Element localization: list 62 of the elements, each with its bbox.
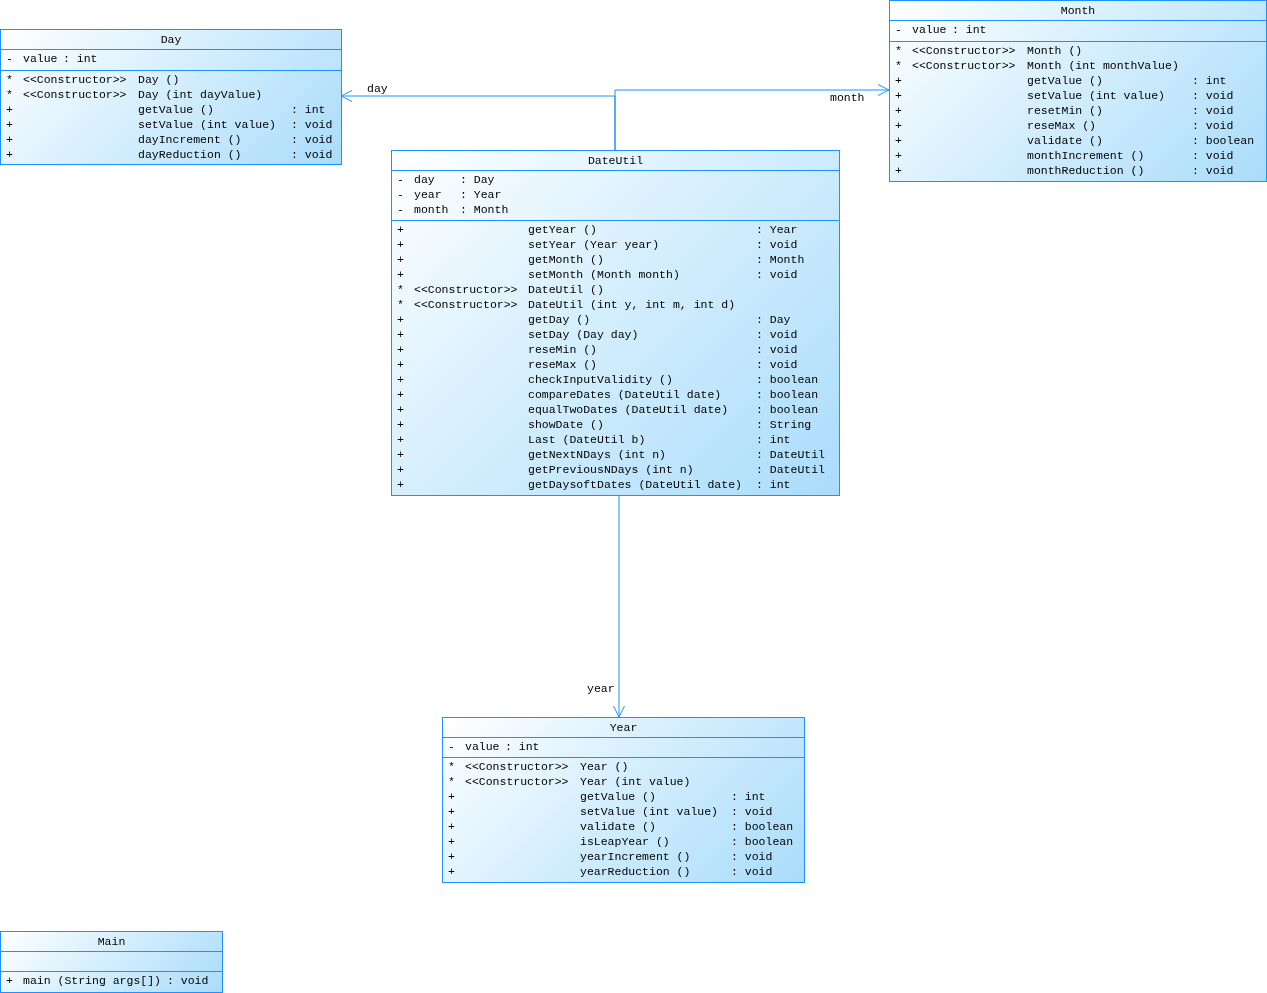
attribute-text: - value : int [447, 739, 541, 754]
method-text: + getYear () : Year [396, 222, 799, 237]
method-text: + getValue () : int [5, 102, 327, 117]
method-text: + showDate () : String [396, 417, 813, 432]
class-name: DateUtil [586, 153, 645, 169]
attribute-text: - year : Year [396, 187, 503, 202]
method-text: + getPreviousNDays (int n) : DateUtil [396, 462, 826, 477]
attribute-text: - day : Day [396, 172, 496, 187]
attribute-text: - value : int [894, 22, 988, 37]
method-text: + getMonth () : Month [396, 252, 806, 267]
association-arrow [614, 84, 890, 151]
method-text: + setValue (int value) : void [5, 117, 334, 132]
method-text: + validate () : boolean [894, 133, 1256, 148]
method-text: * <<Constructor>> Day (int dayValue) [5, 87, 264, 102]
class-name: Main [96, 934, 127, 950]
method-text: + equalTwoDates (DateUtil date) : boolean [396, 402, 820, 417]
method-text: + yearReduction () : void [447, 864, 774, 879]
method-text: * <<Constructor>> DateUtil (int y, int m, int d) [396, 297, 737, 312]
method-text: + monthReduction () : void [894, 163, 1235, 178]
class-box [0, 29, 342, 165]
method-text: + reseMax () : void [396, 357, 799, 372]
class-box [889, 0, 1267, 182]
method-text: + monthIncrement () : void [894, 148, 1235, 163]
method-text: + dayIncrement () : void [5, 132, 334, 147]
method-text: + setMonth (Month month) : void [396, 267, 799, 282]
method-text: + checkInputValidity () : boolean [396, 372, 820, 387]
method-text: + validate () : boolean [447, 819, 795, 834]
method-text: + getDay () : Day [396, 312, 792, 327]
method-text: * <<Constructor>> Month () [894, 43, 1084, 58]
method-text: * <<Constructor>> DateUtil () [396, 282, 605, 297]
method-text: + getNextNDays (int n) : DateUtil [396, 447, 826, 462]
method-text: + yearIncrement () : void [447, 849, 774, 864]
edge-label: day [366, 82, 389, 95]
attribute-text: - month : Month [396, 202, 510, 217]
method-text: * <<Constructor>> Year () [447, 759, 630, 774]
attribute-text: - value : int [5, 51, 99, 66]
method-text: * <<Constructor>> Year (int value) [447, 774, 692, 789]
method-text: + compareDates (DateUtil date) : boolean [396, 387, 820, 402]
method-text: * <<Constructor>> Month (int monthValue) [894, 58, 1180, 73]
edge-label: month [829, 91, 866, 104]
method-text: + reseMin () : void [396, 342, 799, 357]
method-text: + getDaysoftDates (DateUtil date) : int [396, 477, 792, 492]
class-name: Month [1059, 3, 1097, 19]
class-box [391, 150, 840, 496]
method-text: + setDay (Day day) : void [396, 327, 799, 342]
method-text: + Last (DateUtil b) : int [396, 432, 792, 447]
method-text: + setValue (int value) : void [447, 804, 774, 819]
method-text: + getValue () : int [894, 73, 1228, 88]
class-name: Year [608, 720, 639, 736]
method-text: + reseMax () : void [894, 118, 1235, 133]
method-text: + setValue (int value) : void [894, 88, 1235, 103]
method-text: * <<Constructor>> Day () [5, 72, 181, 87]
method-text: + resetMin () : void [894, 103, 1235, 118]
class-name: Day [159, 32, 183, 48]
class-box [442, 717, 805, 883]
association-arrow [613, 494, 625, 718]
method-text: + setYear (Year year) : void [396, 237, 799, 252]
class-box [0, 931, 223, 993]
method-text: + getValue () : int [447, 789, 767, 804]
method-text: + dayReduction () : void [5, 147, 334, 162]
method-text: + main (String args[]) : void [5, 973, 210, 988]
method-text: + isLeapYear () : boolean [447, 834, 795, 849]
